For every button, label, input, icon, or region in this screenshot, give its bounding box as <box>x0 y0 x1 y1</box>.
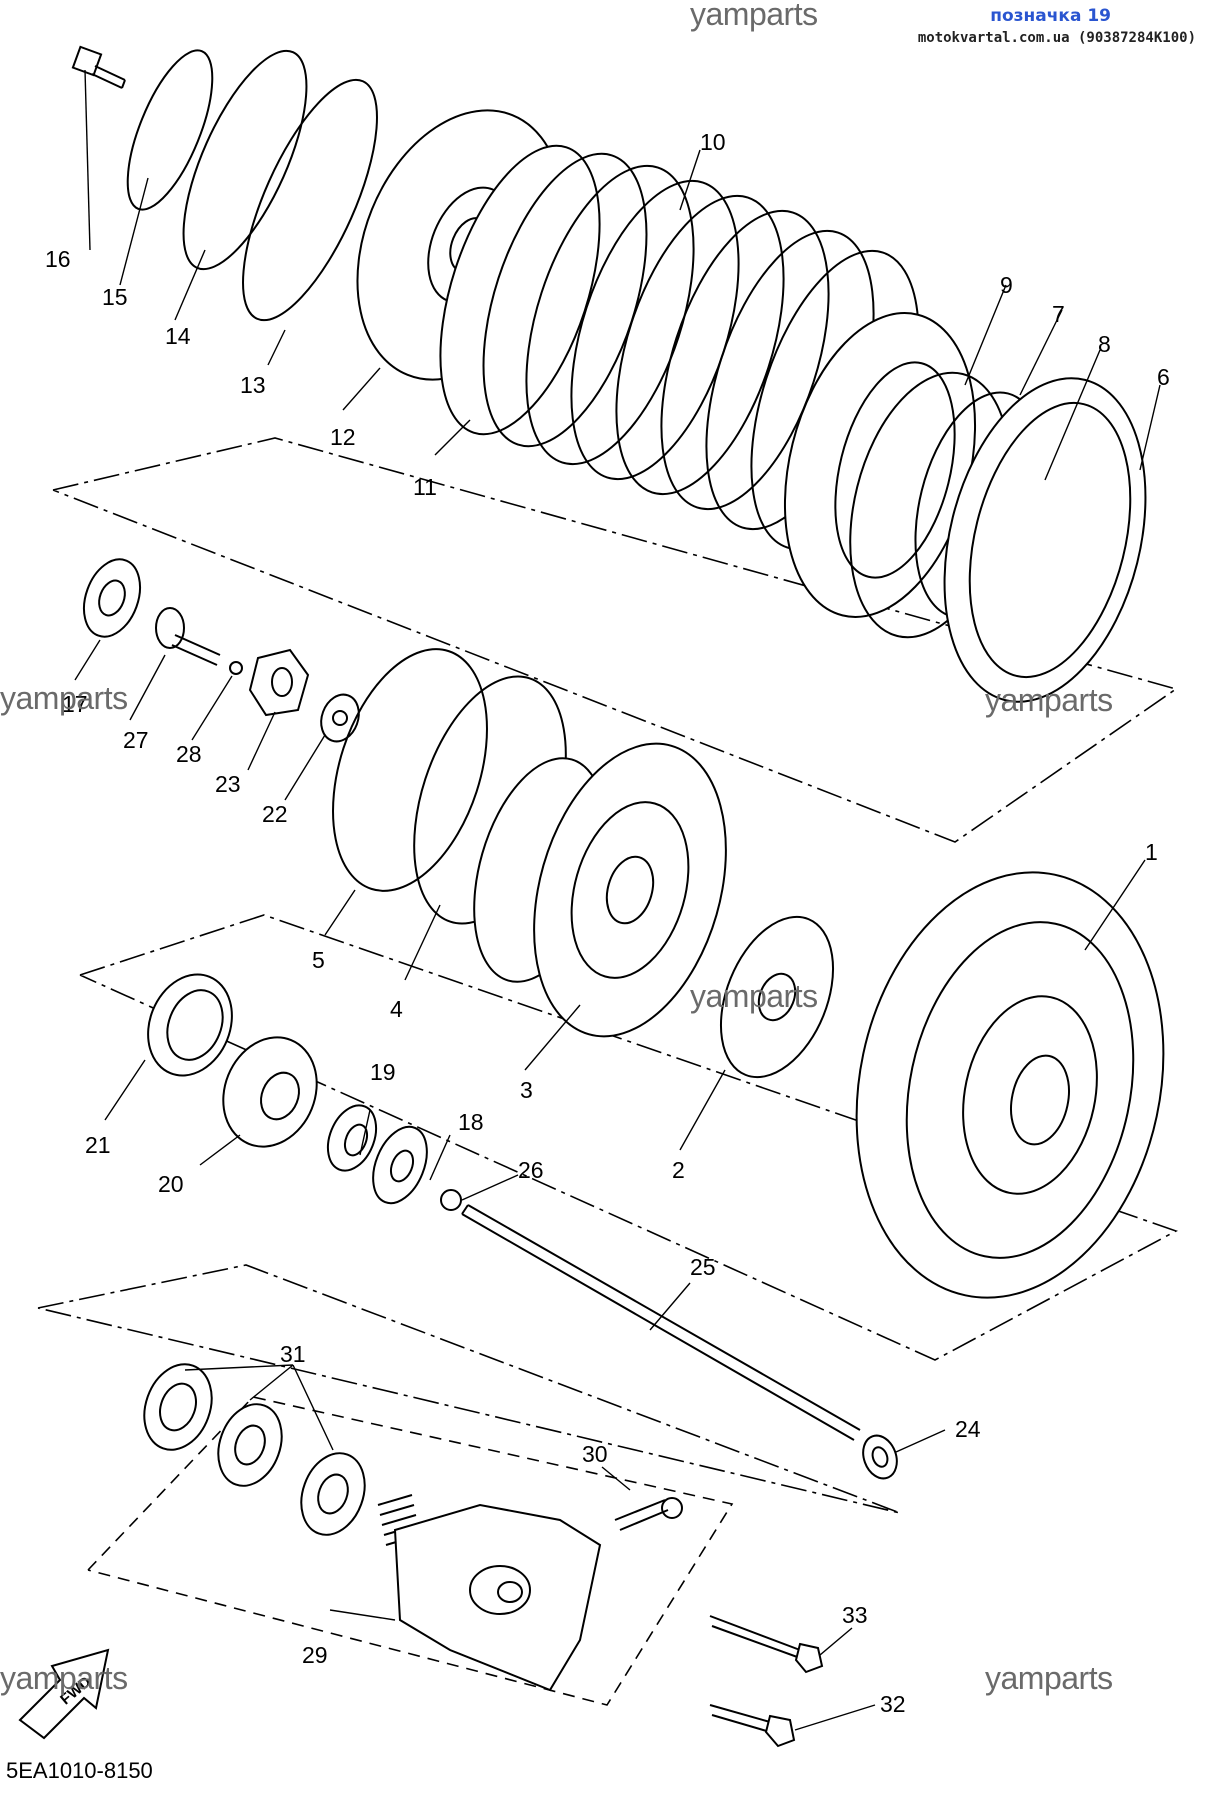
watermark-mid-right: yamparts <box>985 682 1113 718</box>
part-label-32: 32 <box>880 1691 906 1717</box>
diagram-code: 5EA1010-8150 <box>6 1758 153 1783</box>
bearing-17 <box>82 558 142 638</box>
oil-seal-24 <box>862 1434 898 1480</box>
part-label-28: 28 <box>176 741 202 767</box>
push-rod-27 <box>155 607 221 666</box>
part-label-22: 22 <box>262 801 288 827</box>
part-label-30: 30 <box>582 1441 608 1467</box>
part-label-2: 2 <box>672 1157 685 1183</box>
watermark-bottom-right: yamparts <box>985 1660 1113 1696</box>
watermark-top: yamparts <box>690 0 818 32</box>
primary-driven-gear-1 <box>855 871 1165 1299</box>
bolt-16 <box>71 45 126 89</box>
bolt-32 <box>709 1704 796 1748</box>
bolt-33 <box>709 1615 824 1674</box>
part-label-29: 29 <box>302 1642 328 1668</box>
spring <box>377 1494 421 1546</box>
plate-5 <box>332 648 488 892</box>
part-label-7: 7 <box>1052 301 1065 327</box>
part-label-33: 33 <box>842 1602 868 1628</box>
part-label-21: 21 <box>85 1132 111 1158</box>
plate-9 <box>783 312 977 618</box>
part-label-11: 11 <box>413 474 437 500</box>
part-label-14: 14 <box>165 323 191 349</box>
part-label-24: 24 <box>955 1416 981 1442</box>
part-label-25: 25 <box>690 1254 716 1280</box>
plate-14 <box>182 49 308 271</box>
part-label-27: 27 <box>123 727 149 753</box>
watermark-mid-left: yamparts <box>0 680 128 716</box>
ball-28 <box>229 661 243 675</box>
plate-15 <box>126 49 214 211</box>
watermark-bottom-left: yamparts <box>0 1660 128 1696</box>
part-number-labels: 1 2 3 4 5 6 7 8 9 10 11 12 13 14 15 16 1… <box>45 129 1170 1717</box>
ball-26 <box>440 1189 462 1211</box>
part-label-12: 12 <box>330 424 356 450</box>
friction-plate-6 <box>943 377 1147 703</box>
source-label: motokvartal.com.ua (90387284K100) <box>917 30 1196 46</box>
part-label-18: 18 <box>458 1109 484 1135</box>
part-label-10: 10 <box>700 129 726 155</box>
plate-13 <box>242 78 378 322</box>
part-label-15: 15 <box>102 284 128 310</box>
part-label-8: 8 <box>1098 331 1111 357</box>
fwd-arrow-icon: FWD <box>18 1648 110 1740</box>
part-label-17: 17 <box>62 691 88 717</box>
part-label-19: 19 <box>370 1059 396 1085</box>
part-label-26: 26 <box>518 1157 544 1183</box>
part-label-9: 9 <box>1000 272 1013 298</box>
part-label-16: 16 <box>45 246 71 272</box>
washer-18 <box>372 1125 428 1205</box>
push-rod-25 <box>461 1204 861 1441</box>
part-label-3: 3 <box>520 1077 533 1103</box>
release-cylinder-29 <box>393 1503 602 1692</box>
part-label-13: 13 <box>240 372 266 398</box>
nut-23 <box>248 648 310 717</box>
part-label-20: 20 <box>158 1171 184 1197</box>
clutch-boss-3 <box>473 742 727 1038</box>
spacer-20 <box>222 1036 318 1148</box>
collar-19 <box>326 1104 378 1172</box>
leader-lines <box>74 69 1161 1731</box>
part-label-4: 4 <box>390 996 403 1022</box>
part-label-31: 31 <box>280 1341 306 1367</box>
group-outlines <box>37 437 1178 1706</box>
needle-bearing-21 <box>147 973 233 1077</box>
part-label-5: 5 <box>312 947 325 973</box>
badge-label: позначка 19 <box>990 6 1111 26</box>
part-label-1: 1 <box>1145 839 1158 865</box>
part-label-23: 23 <box>215 771 241 797</box>
seals-31 <box>143 1363 366 1536</box>
part-label-6: 6 <box>1157 364 1170 390</box>
bleed-screw-30 <box>614 1497 683 1531</box>
thrust-washer-2 <box>719 915 835 1079</box>
watermark-center: yamparts <box>690 978 818 1014</box>
